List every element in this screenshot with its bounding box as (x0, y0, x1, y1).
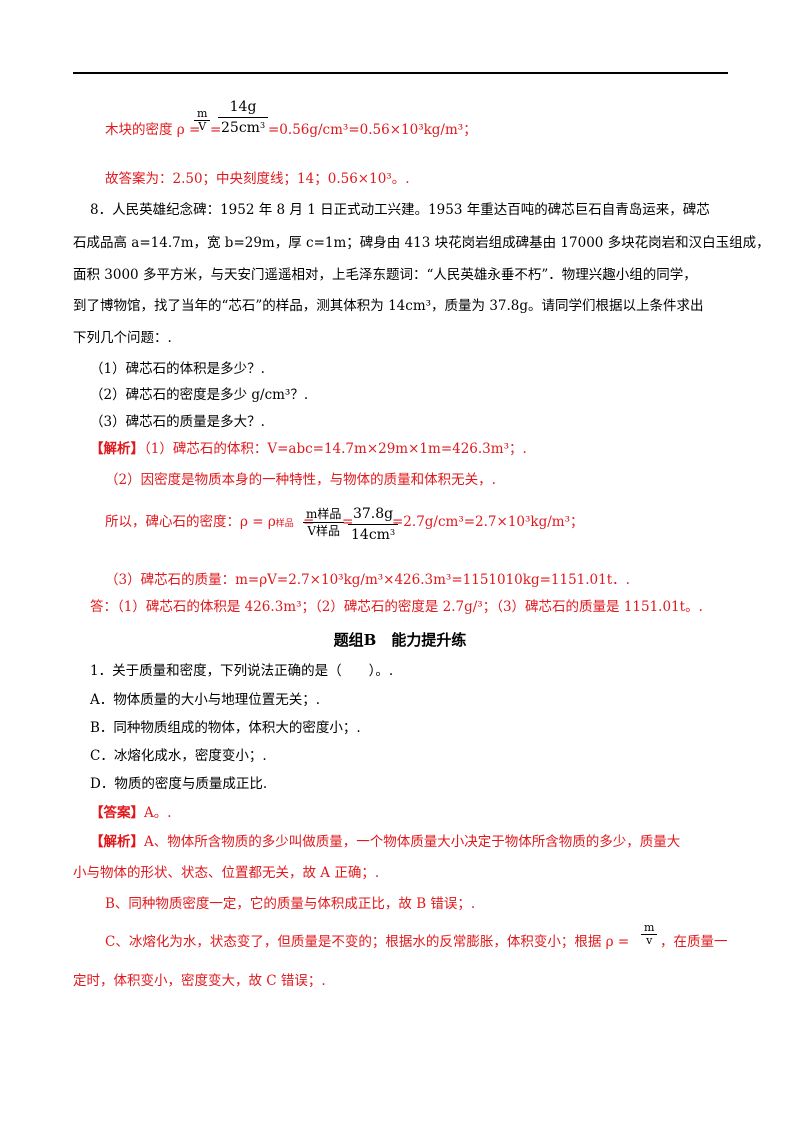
fraction-numerator: m (194, 108, 211, 121)
q1-explain-3: B、同种物质密度一定，它的质量与体积成正比，故 B 错误；. (105, 896, 476, 912)
fraction-denominator: v (646, 934, 653, 947)
header-rule (73, 72, 728, 74)
sol8-outer-fraction: m样品 V样品 (303, 506, 345, 539)
q8-line-2: 石成品高 a=14.7m，宽 b=29m，厚 c=1m；碑身由 413 块花岗岩… (73, 235, 770, 251)
fraction-numerator: m样品 (303, 506, 345, 523)
q8-sub-2: （2）碑芯石的密度是多少 g/cm³？. (90, 387, 309, 403)
fraction-denominator: V (198, 120, 207, 133)
q1-stem: 1．关于质量和密度，下列说法正确的是（ ）。. (90, 663, 394, 679)
sol8-line-2: （2）因密度是物质本身的一种特性，与物体的质量和体积无关，. (105, 472, 496, 488)
q1-answer: 【答案】A。. (90, 805, 172, 821)
sol8-density-result: =2.7g/cm³=2.7×10³kg/m³； (392, 514, 584, 530)
q1-explain-5: 定时，体积变小，密度变大，故 C 错误；. (73, 973, 326, 989)
wood-density-result: =0.56g/cm³=0.56×10³kg/m³； (268, 122, 477, 138)
equals-sign: = (210, 122, 222, 138)
sol8-line-4: （3）碑芯石的质量：m=ρV=2.7×10³kg/m³×426.3m³=1151… (105, 572, 630, 588)
fraction-denominator: V样品 (307, 524, 341, 538)
q8-sub-1: （1）碑芯石的体积是多少？. (90, 361, 265, 377)
fraction-numerator: 37.8g (348, 504, 399, 525)
q8-line-1: 8．人民英雄纪念碑：1952 年 8 月 1 日正式动工兴建。1953 年重达百… (90, 202, 710, 218)
q1-option-d: D．物质的密度与质量成正比. (90, 776, 268, 792)
wood-density-fraction: 14g 25cm3 (218, 97, 269, 138)
density-formula-fraction: m v (641, 922, 658, 947)
fraction-denominator: 25cm3 (221, 120, 266, 136)
sol8-density-prefix: 所以，碑心石的密度：ρ = ρ样品 (105, 514, 294, 530)
q8-line-3: 面积 3000 多平方米，与天安门遥遥相对，上毛泽东题词：“人民英雄永垂不朽”．… (73, 267, 697, 283)
q8-line-5: 下列几个问题：. (73, 330, 172, 346)
previous-answer: 故答案为：2.50；中央刻度线；14；0.56×10³。. (105, 171, 410, 187)
wood-density-prefix: 木块的密度 ρ = (105, 122, 201, 138)
fraction-denominator: 14cm3 (351, 527, 396, 543)
q1-explain-1: 【解析】A、物体所含物质的多少叫做质量，一个物体质量大小决定于物体所含物质的多少… (90, 834, 681, 850)
q1-option-a: A．物体质量的大小与地理位置无关；. (90, 692, 321, 708)
q1-explain-2: 小与物体的形状、状态、位置都无关，故 A 正确；. (73, 865, 380, 881)
wood-density-outer-fraction: m V (194, 108, 211, 133)
fraction-numerator: m (641, 922, 658, 935)
q1-option-b: B．同种物质组成的物体，体积大的密度小；. (90, 720, 361, 736)
q8-line-4: 到了博物馆，找了当年的“芯石”的样品，测其体积为 14cm³，质量为 37.8g… (73, 298, 704, 314)
section-title: 题组B 能力提升练 (333, 631, 467, 649)
q1-explain-4: C、冰熔化为水，状态变了，但质量是不变的；根据水的反常膨胀，体积变小；根据 ρ … (105, 934, 630, 950)
q1-explain-4-suffix: ，在质量一 (660, 934, 728, 950)
q8-sub-3: （3）碑芯石的质量是多大？. (90, 414, 265, 430)
sol8-line-1: 【解析】（1）碑芯石的体积：V=abc=14.7m×29m×1m=426.3m³… (90, 441, 527, 457)
q1-option-c: C．冰熔化成水，密度变小；. (90, 748, 267, 764)
sol8-answer: 答：（1）碑芯石的体积是 426.3m³；（2）碑芯石的密度是 2.7g/³；（… (90, 599, 703, 615)
sol8-density-fraction: 37.8g 14cm3 (348, 504, 399, 545)
fraction-numerator: 14g (218, 97, 269, 118)
equals-sign: = (342, 514, 354, 530)
